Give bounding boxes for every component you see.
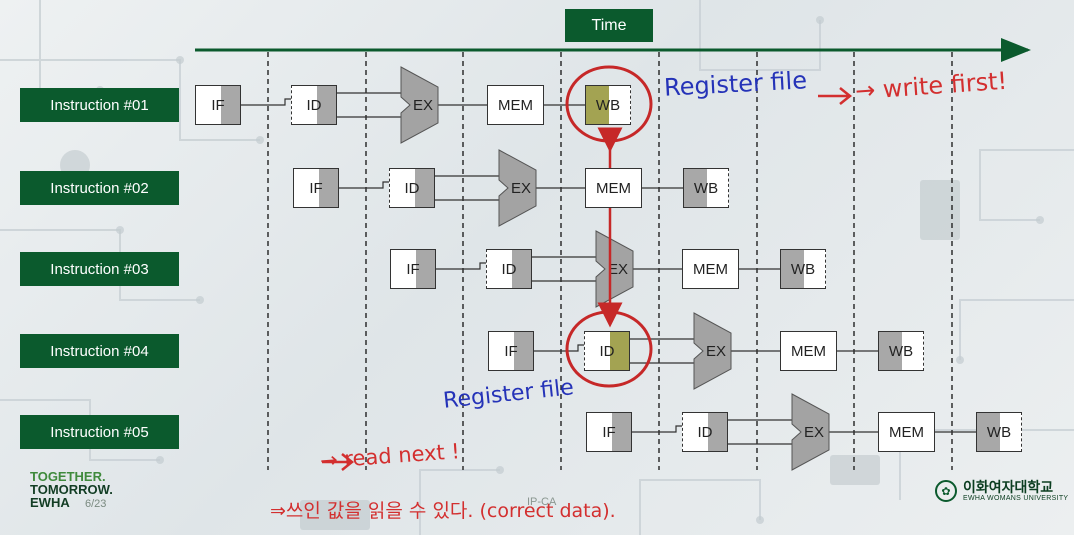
if-stage-4: IF [488,331,534,371]
logo-line-2: TOMORROW. [30,482,113,497]
annotation-korean-note: ⇒쓰인 값을 읽을 수 있다. (correct data). [270,500,616,522]
ex-label-1: EX [413,97,433,114]
instruction-label-03: Instruction #03 [20,252,179,286]
id-stage-1: ID [291,85,337,125]
ex-label-5: EX [804,424,824,441]
id-stage-4: ID [584,331,630,371]
if-stage-3: IF [390,249,436,289]
logo-line-3: EWHA [30,495,70,510]
ex-alu-shape-2 [498,149,537,227]
ex-label-4: EX [706,343,726,360]
wb-stage-4: WB [878,331,924,371]
footer-course: IP-CA [527,496,557,508]
ex-alu-shape-5 [791,393,830,471]
wb-stage-5: WB [976,412,1022,452]
if-stage-2: IF [293,168,339,208]
if-stage-5: IF [586,412,632,452]
wb-stage-3: WB [780,249,826,289]
university-logo: ✿ 이화여자대학교 EWHA WOMANS UNIVERSITY [935,480,1068,502]
mem-stage-2: MEM [585,168,642,208]
instruction-label-05: Instruction #05 [20,415,179,449]
instruction-label-02: Instruction #02 [20,171,179,205]
read-next-arrow [322,453,355,471]
time-label: Time [565,9,653,42]
mem-stage-1: MEM [487,85,544,125]
mem-stage-3: MEM [682,249,739,289]
mem-stage-4: MEM [780,331,837,371]
wb-highlight-circle [565,65,653,143]
logo-line-1: TOGETHER. [30,469,106,484]
ex-label-2: EX [511,180,531,197]
mem-stage-5: MEM [878,412,935,452]
id-stage-3: ID [486,249,532,289]
pipeline-connectors [241,92,976,445]
instruction-label-04: Instruction #04 [20,334,179,368]
wb-stage-2: WB [683,168,729,208]
university-name-en: EWHA WOMANS UNIVERSITY [963,495,1069,502]
write-first-arrow [818,87,853,105]
page-number: 6/23 [85,498,107,510]
wb-stage-1: WB [585,85,631,125]
university-seal-icon: ✿ [935,480,957,502]
ex-alu-shape-4 [693,312,732,390]
id-stage-2: ID [389,168,435,208]
together-tomorrow-ewha-logo: TOGETHER. TOMORROW. EWHA [30,470,113,509]
ex-alu-shape-1 [400,66,439,144]
id-stage-5: ID [682,412,728,452]
if-stage-1: IF [195,85,241,125]
cycle-dividers [267,52,953,470]
university-name-kr: 이화여자대학교 [963,479,1054,495]
id-highlight-circle [565,310,653,388]
instruction-label-01: Instruction #01 [20,88,179,122]
